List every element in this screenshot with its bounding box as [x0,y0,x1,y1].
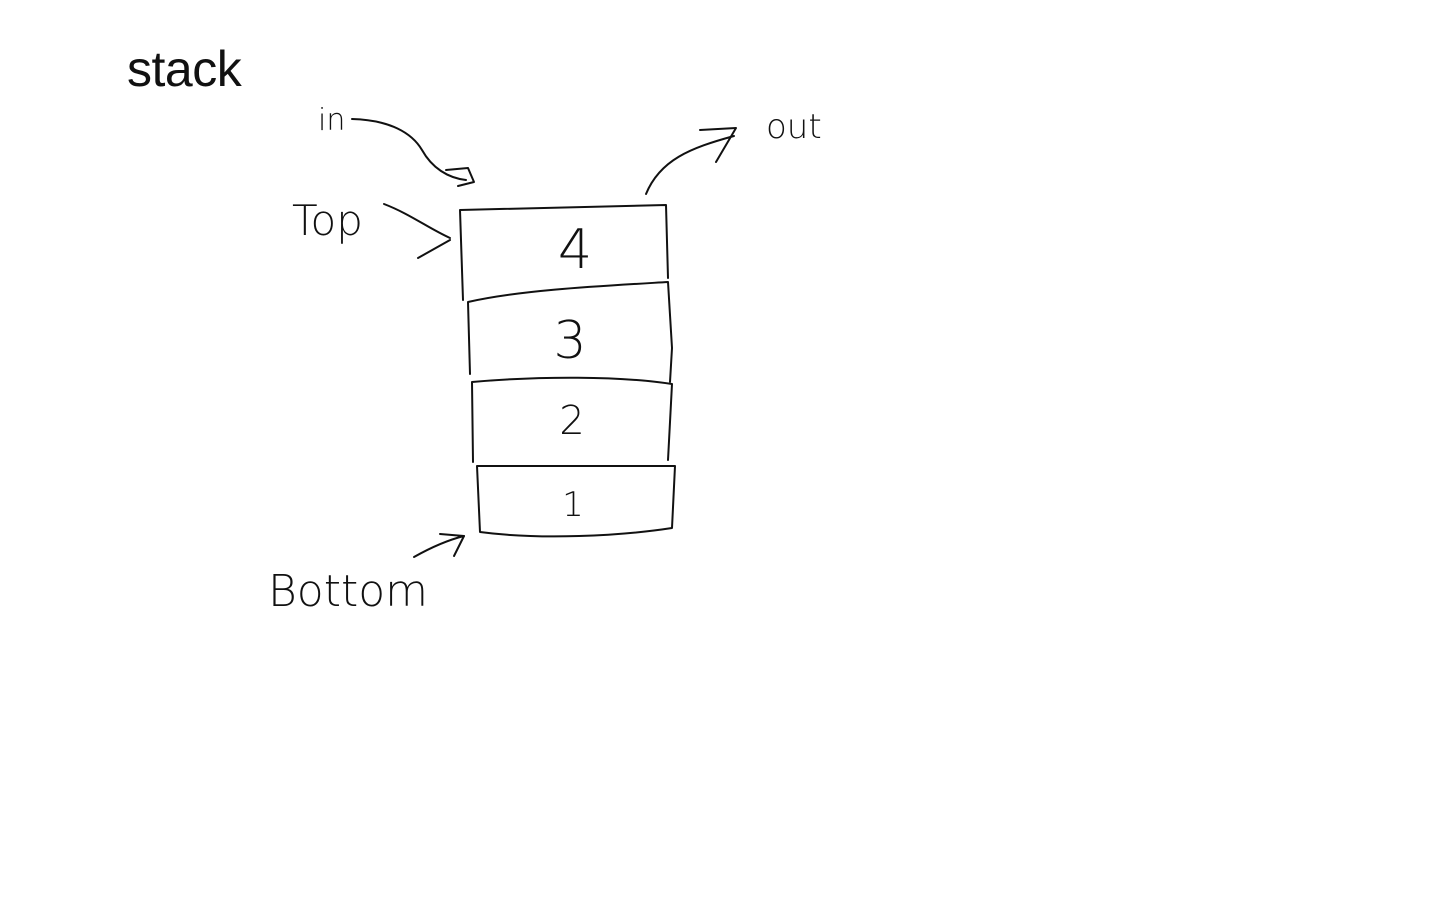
stack-item-label: 1 [562,485,584,525]
out-arrow-head [699,127,737,163]
top-label: Top [292,196,363,245]
top-arrow [383,203,451,239]
stack-item-label: 3 [553,311,586,371]
in-arrow-head [445,167,475,187]
stack-box-4 [459,204,669,301]
stack-box-3 [467,281,673,383]
stack-box-2 [471,376,673,463]
stack-item-label: 4 [558,218,592,281]
in-label: in [318,103,345,138]
stack-box-1 [476,465,676,538]
out-label: out [766,107,822,147]
in-arrow [351,118,467,181]
bottom-arrow [413,535,465,558]
out-arrow [645,135,735,195]
page-title: stack [127,41,242,97]
top-arrow-head [417,239,451,259]
stack-item-label: 2 [559,398,584,444]
bottom-label: Bottom [268,566,428,617]
bottom-arrow-head [439,533,465,557]
